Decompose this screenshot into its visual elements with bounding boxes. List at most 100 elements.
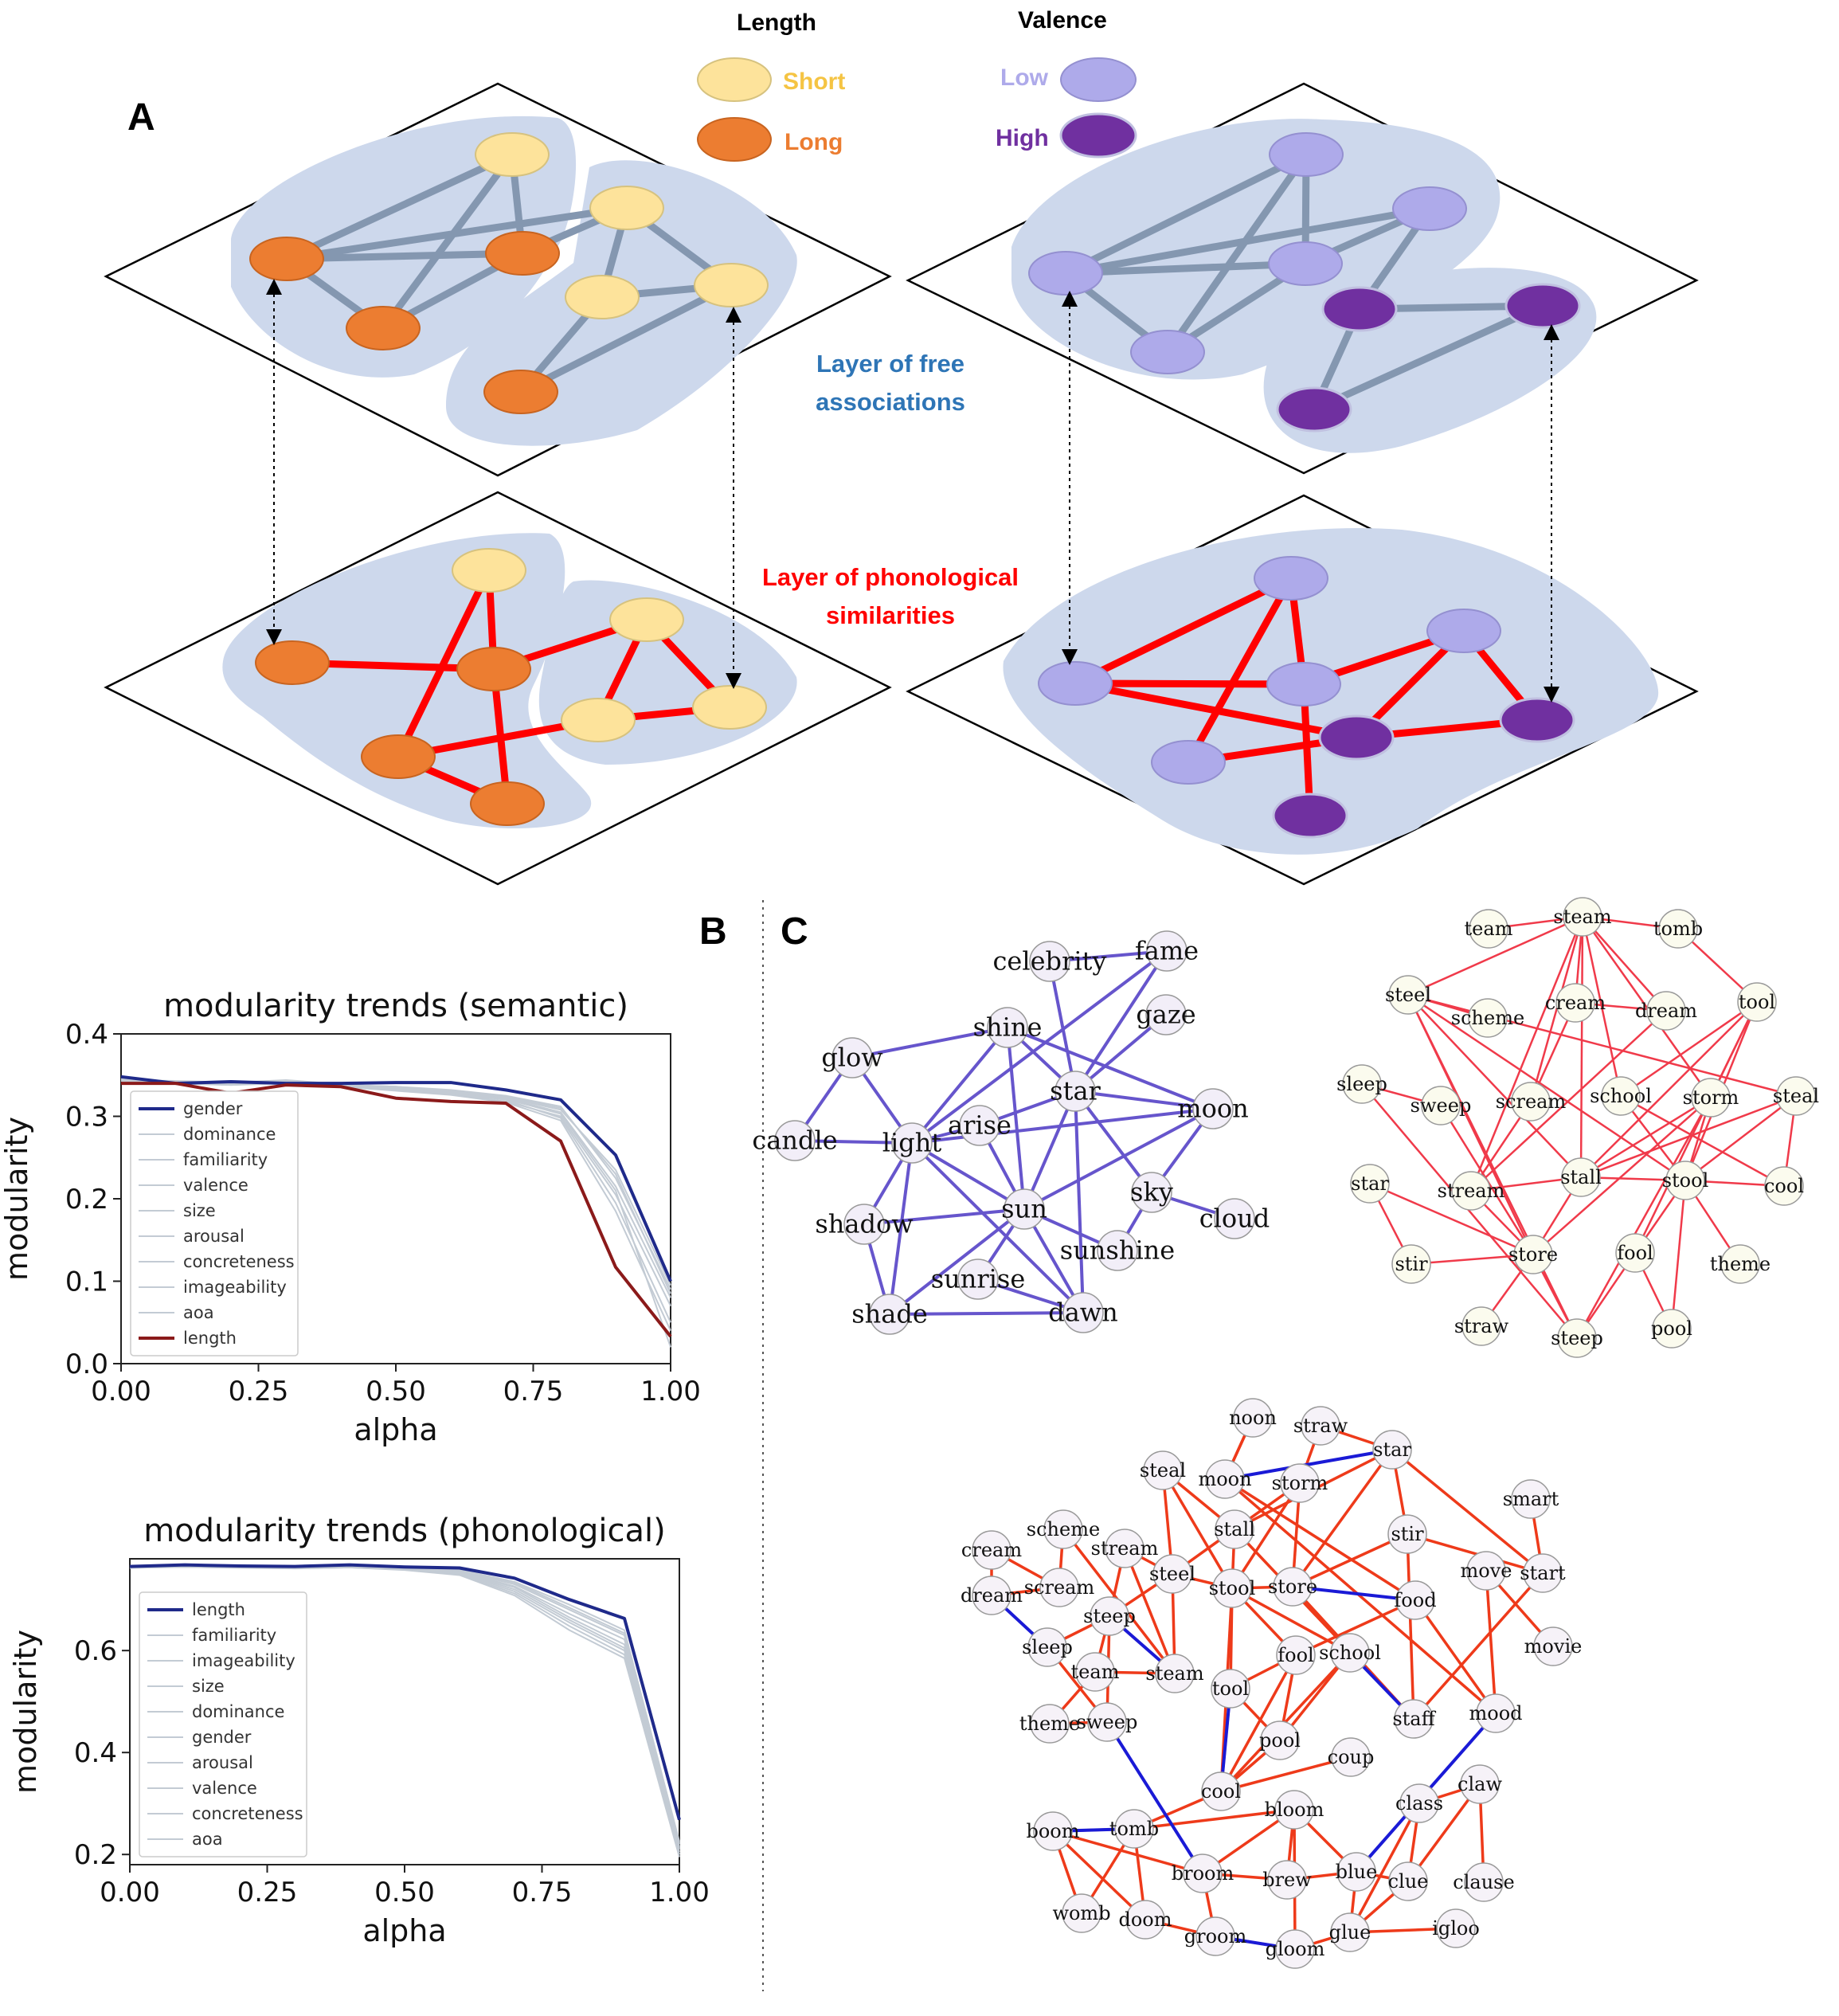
edge-phonological [1123, 1548, 1176, 1674]
node-scream: scream [1496, 1082, 1566, 1122]
node-star: star [1050, 1071, 1101, 1112]
node-cool: cool [1764, 1166, 1804, 1206]
edge-link [1074, 949, 1168, 1093]
legend-low-label: Low [1000, 65, 1049, 91]
y-axis-label: modularity [0, 1117, 34, 1281]
node-circle [1461, 1306, 1501, 1346]
node-label: steal [1773, 1085, 1819, 1107]
node-label: cream [1545, 992, 1606, 1014]
legend-entry: arousal [183, 1227, 245, 1246]
edge-link [1620, 1094, 1785, 1188]
panel-letter-b: B [699, 910, 727, 953]
edge-link [1529, 916, 1584, 1102]
node-circle [1388, 975, 1428, 1015]
node-label: store [1268, 1576, 1317, 1598]
node-sleep: sleep [1022, 1627, 1073, 1667]
legend-box [130, 1090, 299, 1356]
node-steal: steal [1773, 1076, 1819, 1116]
node-label: brew [1262, 1869, 1312, 1891]
node-long [346, 306, 421, 350]
edge-link [911, 1107, 1214, 1145]
y-tick-label: 0.6 [74, 1635, 117, 1667]
node-gloom: gloom [1266, 1929, 1325, 1969]
edge-link [910, 949, 1168, 1145]
node-high [1276, 386, 1352, 433]
node-label: fool [1278, 1644, 1313, 1666]
node-circle [1665, 1161, 1705, 1200]
edge-link [1634, 1001, 1759, 1254]
chart-title: modularity trends (semantic) [163, 988, 628, 1024]
node-low [1269, 132, 1344, 177]
node-circle [1350, 1164, 1390, 1204]
node-label: fool [1617, 1242, 1653, 1264]
node-high [1504, 283, 1581, 329]
node-label: steel [1149, 1563, 1195, 1585]
node-label: steam [1145, 1662, 1203, 1685]
node-low [1268, 241, 1343, 286]
edge-phonological [1407, 1783, 1481, 1883]
node-label: sky [1130, 1177, 1173, 1208]
edge-phonological [1292, 1533, 1408, 1588]
edge-link [910, 1141, 1085, 1314]
x-tick-label: 0.00 [100, 1877, 160, 1908]
node-steam: steam [1145, 1654, 1204, 1693]
series-line-length [129, 1563, 681, 1821]
node-label: stool [1662, 1169, 1709, 1192]
node-label: shine [973, 1012, 1043, 1043]
node-label: candle [752, 1125, 837, 1156]
series-line-gender [120, 1075, 672, 1282]
edge-link [910, 1141, 1026, 1211]
node-circle [1615, 1233, 1655, 1273]
edge-link [1407, 915, 1583, 996]
y-axis-label: modularity [8, 1630, 43, 1794]
node-high [1272, 793, 1348, 839]
node-circle [869, 1294, 910, 1335]
node-short [589, 186, 664, 230]
node-circle [1027, 1627, 1067, 1667]
layer-free-label-2: associations [816, 388, 965, 416]
legend-entry: imageability [183, 1278, 287, 1297]
node-doom: doom [1118, 1900, 1172, 1940]
node-food: food [1394, 1580, 1437, 1620]
legend-entry: gender [192, 1728, 252, 1747]
node-blue: blue [1336, 1852, 1377, 1892]
node-circle [1097, 1230, 1138, 1271]
node-circle [1764, 1166, 1804, 1206]
legend-entry: length [183, 1329, 237, 1348]
node-long [249, 237, 324, 281]
node-circle [1214, 1198, 1255, 1239]
panel-a: A Length Short Long Valence Low High Lay… [104, 7, 1699, 886]
node-tomb: tomb [1653, 909, 1703, 949]
edge-phonological [1295, 1599, 1416, 1657]
node-label: start [1520, 1562, 1566, 1584]
y-tick-label: 0.2 [74, 1839, 117, 1871]
edge-link [1469, 916, 1584, 1192]
node-circle [1131, 1172, 1172, 1213]
node-circle [1143, 1450, 1183, 1490]
node-circle [1436, 1908, 1476, 1948]
layer-free-label-1: Layer of free [816, 350, 964, 378]
node-long [361, 734, 436, 779]
node-label: sun [1001, 1194, 1047, 1224]
node-circle [1274, 1790, 1314, 1830]
panel-letter-c: C [781, 910, 808, 953]
node-store: store [1268, 1567, 1317, 1607]
node-long [470, 781, 545, 826]
node-circle [1336, 1852, 1376, 1892]
node-circle [1391, 1244, 1431, 1284]
node-label: stir [1395, 1253, 1428, 1275]
node-long [255, 640, 330, 685]
node-circle [774, 1120, 816, 1161]
legend-entry: dominance [183, 1125, 276, 1144]
node-circle [1043, 1509, 1083, 1549]
series-line-aoa [129, 1566, 680, 1857]
node-shadow: shadow [815, 1204, 914, 1245]
node-label: sunrise [931, 1264, 1026, 1294]
node-label: mood [1469, 1702, 1522, 1724]
node-circle [1652, 1309, 1692, 1349]
node-store: store [1508, 1235, 1558, 1274]
node-circle [1737, 982, 1777, 1022]
node-stool: stool [1662, 1161, 1709, 1200]
edge-link [1411, 1253, 1534, 1266]
